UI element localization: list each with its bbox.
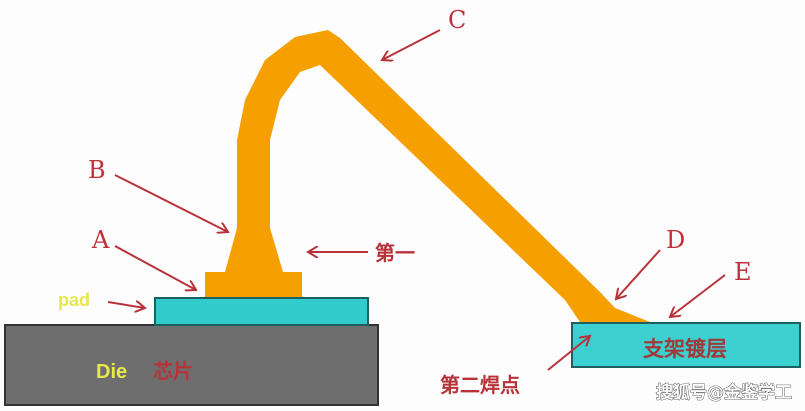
arrow-pad [107, 302, 145, 308]
label-pad: pad [58, 290, 90, 310]
lead-frame-plating [571, 322, 801, 368]
arrow-d [616, 249, 661, 299]
label-die: Die [96, 361, 127, 383]
label-e: E [734, 258, 752, 286]
die-block [4, 324, 379, 406]
label-d: D [666, 226, 685, 254]
label-second-bond: 第二焊点 [440, 373, 520, 397]
label-first-bond: 第一 [375, 241, 415, 265]
label-c: C [448, 6, 466, 34]
label-a: A [91, 226, 110, 254]
arrow-b [114, 174, 228, 232]
watermark: 搜狐号@金鉴学工 [656, 382, 792, 403]
arrow-a [114, 245, 196, 290]
arrows [107, 29, 726, 371]
bond-wire [205, 30, 650, 322]
arrow-c [382, 29, 441, 60]
label-lead-frame-plating: 支架镀层 [643, 337, 727, 361]
arrow-e [670, 274, 726, 317]
label-b: B [88, 156, 106, 184]
label-chip: 芯片 [153, 359, 193, 383]
bond-pad [154, 297, 369, 326]
arrow-second [547, 336, 590, 371]
